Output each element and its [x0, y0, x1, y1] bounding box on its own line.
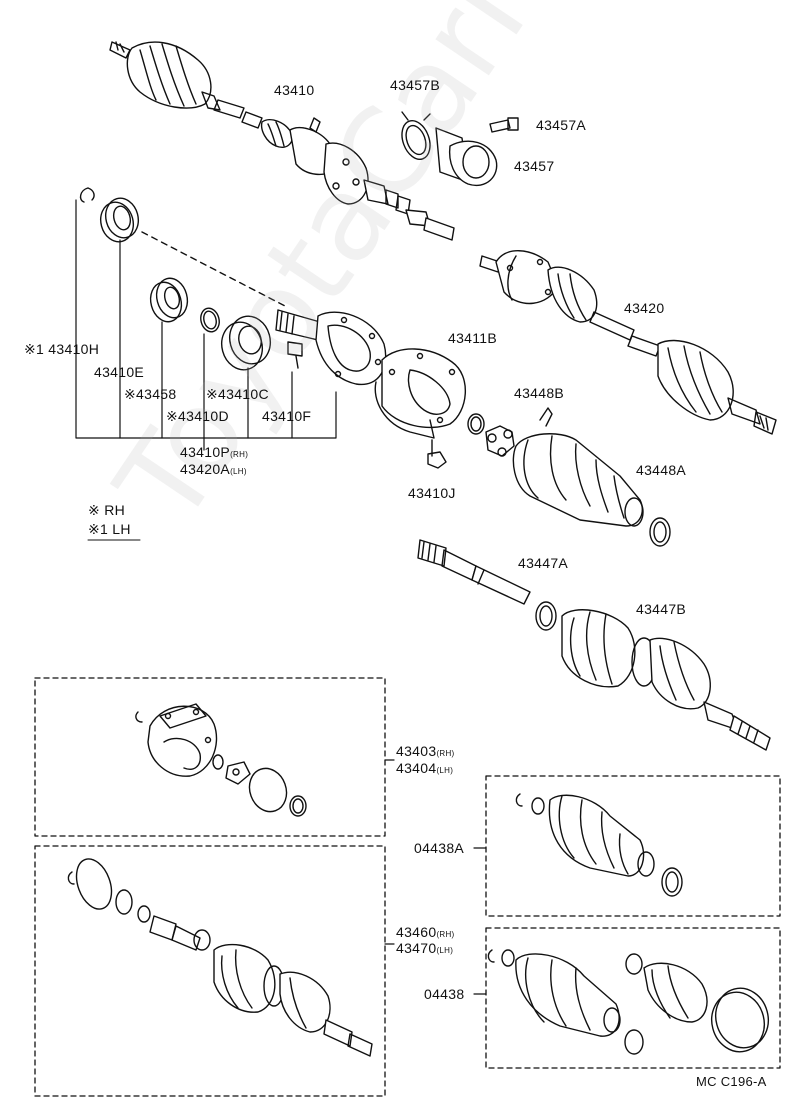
shaft-43420	[479, 250, 777, 435]
kit-43460-contents	[67, 858, 373, 1057]
diagram-code: MC C196-A	[696, 1074, 767, 1089]
lower-shaft-assembly	[417, 539, 771, 751]
label-43410C: ※43410C	[206, 386, 269, 402]
label-43420: 43420	[624, 300, 665, 316]
label-43403-side: (RH)	[436, 749, 455, 758]
inboard-boot-43448B	[512, 433, 671, 547]
label-43457A: 43457A	[536, 117, 587, 133]
kit-43403-contents	[135, 703, 307, 817]
legend-lh: ※1 LH	[88, 521, 131, 537]
label-43447A: 43447A	[518, 555, 569, 571]
label-43410D: ※43410D	[166, 408, 229, 424]
label-43410F: 43410F	[262, 408, 312, 424]
label-43470-side: (LH)	[436, 946, 454, 955]
label-43458: ※43458	[124, 386, 177, 402]
label-04438A: 04438A	[414, 840, 465, 856]
label-43411B: 43411B	[448, 330, 498, 346]
bearing-bracket-parts	[401, 111, 519, 187]
label-43410J: 43410J	[408, 485, 456, 501]
kit-04438-contents	[487, 949, 769, 1055]
label-43460: 43460(RH)	[396, 924, 455, 940]
label-04438: 04438	[424, 986, 465, 1002]
kit-leaders	[384, 759, 487, 995]
label-43410E: 43410E	[94, 364, 145, 380]
label-43460-side: (RH)	[436, 930, 455, 939]
label-43410: 43410	[274, 82, 315, 98]
label-43448A: 43448A	[636, 462, 687, 478]
label-43420A: 43420A(LH)	[180, 461, 247, 477]
label-43470: 43470(LH)	[396, 940, 454, 956]
label-43404: 43404(LH)	[396, 760, 454, 776]
label-43410P: 43410P(RH)	[180, 444, 249, 460]
outboard-shaft-43410	[109, 41, 455, 241]
label-43448B: 43448B	[514, 385, 565, 401]
kit-boxes	[34, 677, 781, 1097]
legend-rh: ※ RH	[88, 502, 126, 518]
label-43403: 43403(RH)	[396, 743, 455, 759]
label-43447B: 43447B	[636, 601, 687, 617]
label-43404-side: (LH)	[436, 766, 454, 775]
inboard-housing	[374, 348, 553, 469]
label-43457: 43457	[514, 158, 555, 174]
callout-bracket-lines	[75, 199, 337, 451]
label-43410P-side: (RH)	[230, 450, 249, 459]
label-43420A-side: (LH)	[230, 467, 247, 476]
label-43410H: ※1 43410H	[24, 341, 100, 357]
inboard-joint-exploded-parts	[79, 187, 387, 386]
label-43457B: 43457B	[390, 77, 441, 93]
kit-04438A-contents	[515, 793, 683, 897]
